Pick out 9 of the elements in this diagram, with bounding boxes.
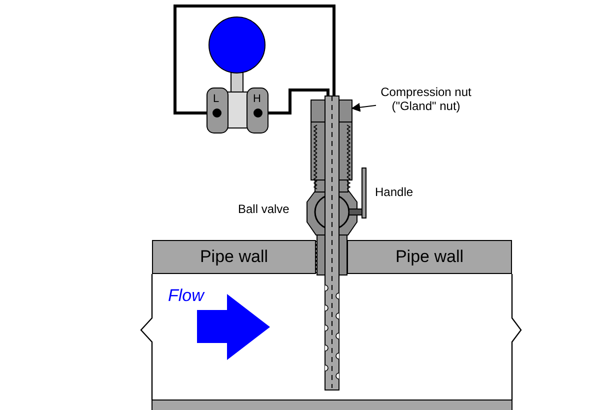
pipe-wall-section: Pipe wall: [347, 240, 512, 274]
flow-label: Flow: [168, 286, 204, 306]
callout-text: Compression nut ("Gland" nut): [376, 84, 476, 114]
part-label: Handle: [375, 185, 414, 200]
pipe-wall-section: Pipe wall: [152, 240, 316, 274]
leader-line: [351, 102, 376, 112]
port-label: L: [213, 92, 220, 106]
port-label: H: [253, 92, 261, 106]
part-label: Ball valve: [238, 202, 290, 217]
